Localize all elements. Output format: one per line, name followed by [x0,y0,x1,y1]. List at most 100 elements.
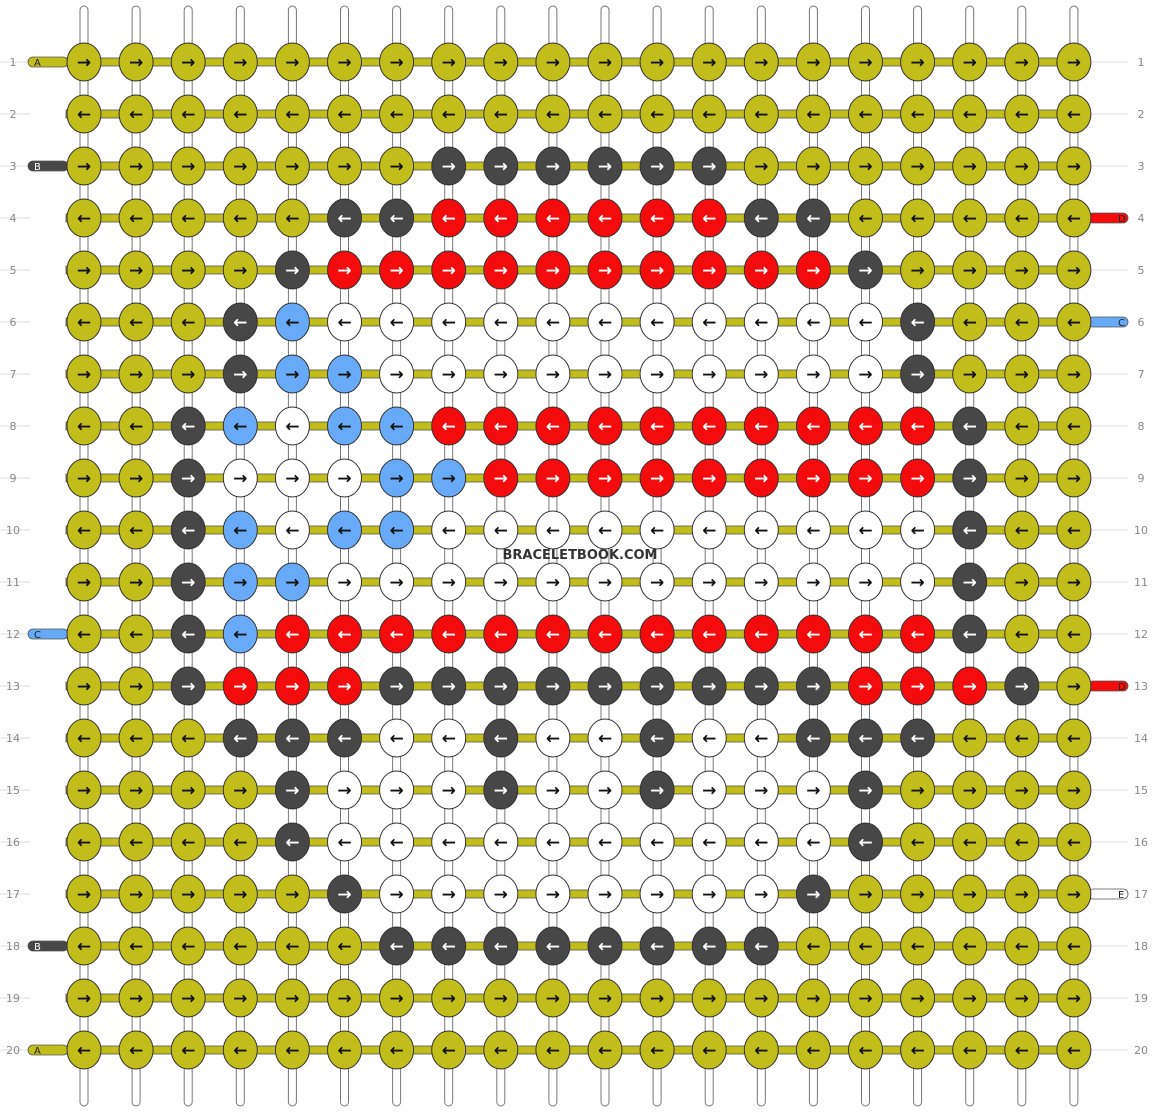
arrow-right-icon: → [598,885,612,905]
knot: → [691,562,727,602]
knot: ← [535,94,571,134]
knot-shape [170,354,206,394]
row-thread [65,525,1091,535]
knot-shape [795,458,831,498]
knot: ← [535,302,571,342]
arrow-left-icon: ← [337,313,351,333]
knot-shape [639,510,675,550]
knot-shape [587,42,623,82]
arrow-left-icon: ← [233,417,247,437]
knot: ← [743,406,779,446]
row-thread [65,889,1091,899]
knot: ← [66,406,102,446]
knot-shape [327,406,362,446]
arrow-left-icon: ← [77,313,91,333]
knot: ← [535,1030,571,1070]
knot: → [66,666,102,706]
row-thread [65,941,1091,951]
arrow-left-icon: ← [598,313,612,333]
knot-shape [795,1030,831,1070]
arrow-left-icon: ← [702,105,716,125]
knot: ← [118,406,154,446]
arrow-right-icon: → [598,573,612,593]
knot: → [222,978,258,1018]
knot: ← [1004,302,1040,342]
knot: → [379,666,415,706]
arrow-left-icon: ← [598,521,612,541]
knot-shape [379,458,415,498]
arrow-left-icon: ← [598,937,612,957]
knot: → [274,354,310,394]
knot-shape [66,822,102,862]
arrow-left-icon: ← [702,729,716,749]
arrow-right-icon: → [1067,885,1081,905]
knot: → [639,458,675,498]
arrow-right-icon: → [1015,53,1029,73]
arrow-left-icon: ← [858,313,872,333]
knot-shape [222,666,258,706]
arrow-left-icon: ← [442,937,456,957]
knot: → [274,666,310,706]
row-thread [65,837,1091,847]
knot: → [118,42,154,82]
knot: ← [170,406,206,446]
knot: ← [327,510,362,550]
arrow-left-icon: ← [285,729,299,749]
knot: → [795,42,831,82]
arrow-left-icon: ← [129,521,143,541]
knot: ← [743,94,779,134]
knot-shape [535,510,571,550]
knot: ← [743,926,779,966]
knot-shape [483,614,519,654]
knot-shape [587,198,623,238]
knot-shape [66,354,102,394]
knot: ← [1056,406,1092,446]
knot-shape [431,302,467,342]
knot-shape [535,614,571,654]
knot-shape [952,822,988,862]
arrow-left-icon: ← [285,313,299,333]
arrow-right-icon: → [546,157,560,177]
arrow-right-icon: → [910,573,924,593]
arrow-left-icon: ← [494,521,508,541]
knot-shape [691,94,727,134]
arrow-left-icon: ← [598,625,612,645]
arrow-left-icon: ← [181,105,195,125]
knot: ← [535,614,571,654]
knot-shape [379,198,415,238]
knot-shape [900,926,936,966]
arrow-right-icon: → [181,157,195,177]
knot: → [952,770,988,810]
arrow-right-icon: → [129,781,143,801]
knot: → [170,562,206,602]
knot: → [639,354,675,394]
knot-shape [535,1030,571,1070]
knot-shape [379,926,415,966]
arrow-left-icon: ← [702,313,716,333]
arrow-left-icon: ← [181,833,195,853]
knot-shape [535,198,571,238]
arrow-right-icon: → [858,885,872,905]
arrow-left-icon: ← [129,1041,143,1061]
arrow-right-icon: → [598,469,612,489]
knot-shape [1004,1030,1040,1070]
knot-shape [379,94,415,134]
knot: → [1056,770,1092,810]
knot-shape [691,146,727,186]
knot: → [431,978,467,1018]
arrow-left-icon: ← [910,521,924,541]
knot-shape [900,250,936,290]
knot-shape [118,978,154,1018]
row-thread [65,629,1091,639]
row-number-left: 18 [6,940,20,953]
arrow-left-icon: ← [546,937,560,957]
arrow-right-icon: → [389,469,403,489]
knot-shape [118,770,154,810]
knot: → [795,354,831,394]
arrow-right-icon: → [389,885,403,905]
arrow-left-icon: ← [389,105,403,125]
arrow-left-icon: ← [963,1041,977,1061]
arrow-left-icon: ← [337,105,351,125]
knot: → [431,42,467,82]
